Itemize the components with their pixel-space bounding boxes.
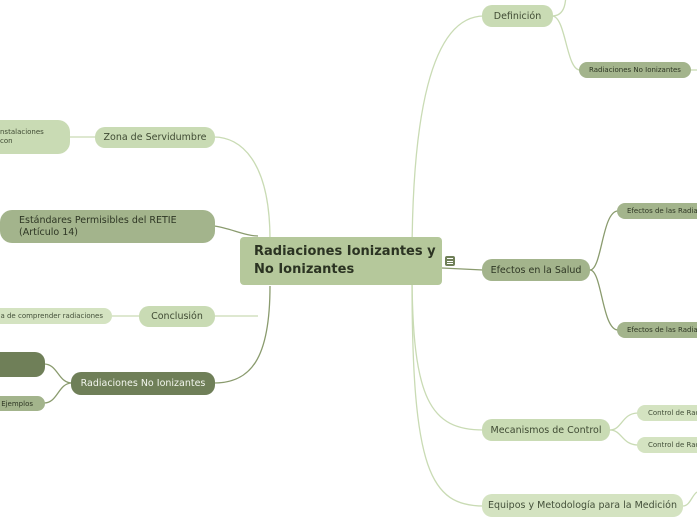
node-conclusion-label: Conclusión (151, 311, 203, 322)
node-zona-servidumbre-label: Zona de Servidumbre (103, 132, 207, 143)
node-left-dark-collapsed[interactable] (0, 352, 45, 377)
node-mecanismos-control[interactable]: Mecanismos de Control (482, 419, 610, 441)
node-zona-sub-line-1: nstalaciones (0, 128, 44, 136)
central-title-line-1: Radiaciones Ionizantes y (254, 244, 436, 259)
node-efectos-sub-1-label: Efectos de las Radiac (627, 207, 697, 215)
node-control-sub-1[interactable]: Control de Rad (637, 405, 697, 421)
node-zona-sub-line-2: con (0, 137, 13, 145)
node-radiaciones-no-ionizantes-sub[interactable]: Radiaciones No Ionizantes (579, 62, 691, 78)
node-efectos-sub-1[interactable]: Efectos de las Radiac (617, 203, 697, 219)
node-radiaciones-no-ionizantes-label: Radiaciones No Ionizantes (80, 378, 206, 389)
central-topic[interactable]: Radiaciones Ionizantes y No Ionizantes (240, 237, 442, 285)
central-title-line-2: No Ionizantes (254, 262, 355, 277)
node-efectos-salud-label: Efectos en la Salud (490, 264, 582, 276)
node-radiaciones-no-ionizantes[interactable]: Radiaciones No Ionizantes (71, 372, 215, 395)
node-estandares-line-1: Estándares Permisibles del RETIE (19, 214, 177, 226)
node-equipos-medicion[interactable]: Equipos y Metodología para la Medición (482, 494, 683, 517)
node-mecanismos-control-label: Mecanismos de Control (490, 424, 602, 436)
node-estandares-retie-text: Estándares Permisibles del RETIE (Artícu… (19, 215, 177, 239)
node-definicion[interactable]: Definición (482, 5, 553, 27)
central-topic-text: Radiaciones Ionizantes y No Ionizantes (254, 243, 436, 279)
node-control-sub-2-label: Control de Rad (648, 441, 697, 449)
node-equipos-medicion-label: Equipos y Metodología para la Medición (487, 500, 678, 511)
node-estandares-line-2: (Artículo 14) (19, 226, 78, 238)
node-definicion-label: Definición (493, 10, 542, 22)
node-control-sub-2[interactable]: Control de Rad (637, 437, 697, 453)
node-efectos-salud[interactable]: Efectos en la Salud (482, 259, 590, 281)
node-estandares-retie[interactable]: Estándares Permisibles del RETIE (Artícu… (0, 210, 215, 243)
node-conclusion[interactable]: Conclusión (139, 306, 215, 327)
menu-icon[interactable] (445, 256, 455, 266)
node-efectos-sub-2-label: Efectos de las Radiac (627, 326, 697, 334)
node-ejemplos[interactable]: Ejemplos (0, 396, 45, 411)
node-conclusion-sub[interactable]: ia de comprender radiaciones (0, 308, 112, 324)
node-zona-sub-text: nstalaciones con (0, 128, 44, 146)
node-efectos-sub-2[interactable]: Efectos de las Radiac (617, 322, 697, 338)
node-radiaciones-no-ionizantes-sub-label: Radiaciones No Ionizantes (589, 66, 681, 74)
node-conclusion-sub-label: ia de comprender radiaciones (0, 312, 103, 320)
node-control-sub-1-label: Control de Rad (648, 409, 697, 417)
node-zona-sub[interactable]: nstalaciones con (0, 120, 70, 154)
node-ejemplos-label: Ejemplos (1, 399, 33, 408)
node-zona-servidumbre[interactable]: Zona de Servidumbre (95, 127, 215, 148)
